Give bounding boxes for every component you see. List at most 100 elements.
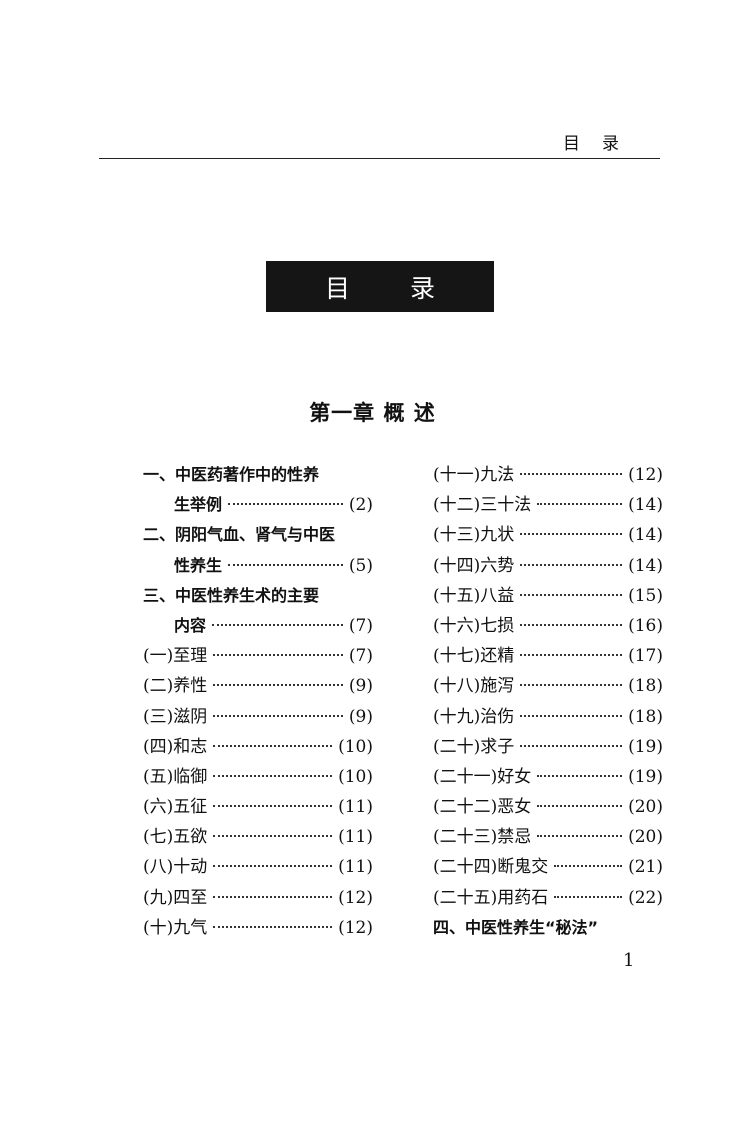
- toc-entry[interactable]: (十八)施泻 (18): [433, 671, 663, 701]
- toc-entry-label: 三、中医性养生术的主要: [143, 585, 320, 605]
- toc-entry[interactable]: (二十一)好女 (19): [433, 762, 663, 792]
- toc-entry[interactable]: (十二)三十法(14): [433, 490, 663, 520]
- running-head: 目录: [563, 134, 641, 154]
- toc-entry-label: (十九)治伤: [433, 706, 515, 727]
- toc-entry[interactable]: (五)临御 (10): [143, 762, 373, 792]
- toc-entry-label: (七)五欲: [143, 827, 208, 848]
- toc-entry[interactable]: (二十五)用药石 (22): [433, 883, 663, 913]
- toc-entry-page: (7): [348, 615, 373, 636]
- toc-entry-page: (22): [628, 887, 663, 908]
- toc-dot-leader: [213, 895, 333, 898]
- toc-entry-page: (19): [628, 766, 663, 787]
- toc-entry[interactable]: (十七)还精(17): [433, 641, 663, 671]
- title-banner: 目录: [266, 261, 494, 312]
- toc-entry[interactable]: 一、中医药著作中的性养: [143, 460, 373, 490]
- toc-entry[interactable]: (一)至理(7): [143, 641, 373, 671]
- toc-entry-label: 内容: [174, 615, 207, 635]
- toc-entry-label: (四)和志: [143, 736, 208, 757]
- toc-entry-page: (5): [348, 555, 373, 576]
- toc-entry-label: (十八)施泻: [433, 676, 515, 697]
- toc-dot-leader: [213, 925, 333, 928]
- toc-entry[interactable]: (十一)九法(12): [433, 460, 663, 490]
- toc-dot-leader: [537, 503, 623, 506]
- toc-entry-label: (十五)八益: [433, 585, 515, 606]
- toc-dot-leader: [213, 684, 343, 687]
- toc-entry-label: (九)四至: [143, 887, 208, 908]
- toc-entry[interactable]: (十三)九状 (14): [433, 520, 663, 550]
- toc-entry-label: (三)滋阴: [143, 706, 208, 727]
- toc-entry[interactable]: (三)滋阴(9): [143, 702, 373, 732]
- toc-dot-leader: [213, 654, 343, 657]
- toc-entry-page: (18): [628, 706, 663, 727]
- toc-entry[interactable]: 性养生 (5): [143, 551, 373, 581]
- toc-entry-label: (二十一)好女: [433, 766, 532, 787]
- toc-entry[interactable]: 二、阴阳气血、肾气与中医: [143, 520, 373, 550]
- toc-entry[interactable]: (二十二)恶女(20): [433, 792, 663, 822]
- toc-entry[interactable]: (八)十动 (11): [143, 852, 373, 882]
- page-number: 1: [623, 950, 635, 971]
- toc-entry[interactable]: 四、中医性养生“秘法”: [433, 913, 663, 943]
- toc-entry[interactable]: (七)五欲(11): [143, 822, 373, 852]
- toc-dot-leader: [228, 503, 343, 506]
- toc-dot-leader: [520, 654, 623, 657]
- toc-entry-page: (14): [628, 555, 663, 576]
- toc-entry[interactable]: (十六)七损 (16): [433, 611, 663, 641]
- toc-entry-label: (十四)六势: [433, 555, 515, 576]
- toc-dot-leader: [520, 533, 623, 536]
- toc-dot-leader: [554, 865, 623, 868]
- toc-entry-label: (十)九气: [143, 917, 208, 938]
- toc-entry-page: (10): [338, 766, 373, 787]
- toc-entry-page: (10): [338, 736, 373, 757]
- toc-entry[interactable]: (九)四至 (12): [143, 883, 373, 913]
- title-banner-text: 目录: [324, 273, 495, 303]
- toc-entry-label: (十三)九状: [433, 525, 515, 546]
- toc-entry-page: (14): [628, 525, 663, 546]
- toc-entry-label: (五)临御: [143, 766, 208, 787]
- toc-entry-page: (17): [628, 646, 663, 667]
- toc-entry[interactable]: (二十)求子 (19): [433, 732, 663, 762]
- toc-entry-page: (19): [628, 736, 663, 757]
- toc-entry[interactable]: (二)养性 (9): [143, 671, 373, 701]
- toc-entry-label: 生举例: [174, 495, 223, 515]
- toc-entry-page: (12): [338, 917, 373, 938]
- toc-entry-label: (二十三)禁忌: [433, 827, 532, 848]
- toc-entry-page: (16): [628, 615, 663, 636]
- toc-dot-leader: [213, 805, 333, 808]
- toc-entry[interactable]: 三、中医性养生术的主要: [143, 581, 373, 611]
- toc-left-column: 一、中医药著作中的性养生举例 (2) 二、阴阳气血、肾气与中医性养生 (5) 三、中医性…: [143, 460, 373, 943]
- toc-entry-page: (2): [348, 495, 373, 516]
- toc-entry-label: (六)五征: [143, 797, 208, 818]
- toc-entry-label: (二十)求子: [433, 736, 515, 757]
- toc-entry-page: (12): [338, 887, 373, 908]
- toc-entry-page: (11): [338, 857, 373, 878]
- toc-entry[interactable]: (十)九气 (12): [143, 913, 373, 943]
- toc-entry[interactable]: (二十四)断鬼交(21): [433, 852, 663, 882]
- toc-entry[interactable]: 内容 (7): [143, 611, 373, 641]
- toc-entry-label: (二)养性: [143, 676, 208, 697]
- toc-entry[interactable]: (四)和志 (10): [143, 732, 373, 762]
- toc-dot-leader: [554, 895, 623, 898]
- header-rule: [99, 158, 660, 159]
- toc-dot-leader: [213, 835, 333, 838]
- toc-entry-page: (18): [628, 676, 663, 697]
- toc-entry[interactable]: (十四)六势 (14): [433, 551, 663, 581]
- toc-entry-page: (11): [338, 797, 373, 818]
- toc-entry-label: (十六)七损: [433, 615, 515, 636]
- toc-entry-label: (一)至理: [143, 646, 208, 667]
- toc-entry[interactable]: (十九)治伤 (18): [433, 702, 663, 732]
- toc-entry[interactable]: (六)五征 (11): [143, 792, 373, 822]
- toc-entry-label: (二十四)断鬼交: [433, 857, 549, 878]
- toc-entry[interactable]: (十五)八益(15): [433, 581, 663, 611]
- toc-entry-label: (八)十动: [143, 857, 208, 878]
- toc-entry[interactable]: 生举例 (2): [143, 490, 373, 520]
- toc-entry-label: 性养生: [174, 555, 223, 575]
- toc-dot-leader: [520, 684, 623, 687]
- toc-dot-leader: [520, 744, 623, 747]
- toc-entry-page: (9): [348, 676, 373, 697]
- toc-right-column: (十一)九法(12)(十二)三十法(14) (十三)九状 (14) (十四)六势 (14…: [433, 460, 663, 943]
- toc-entry[interactable]: (二十三)禁忌(20): [433, 822, 663, 852]
- toc-dot-leader: [212, 623, 343, 626]
- toc-entry-label: (二十五)用药石: [433, 887, 549, 908]
- chapter-title: 第一章 概 述: [309, 401, 436, 425]
- toc-entry-label: (十二)三十法: [433, 495, 532, 516]
